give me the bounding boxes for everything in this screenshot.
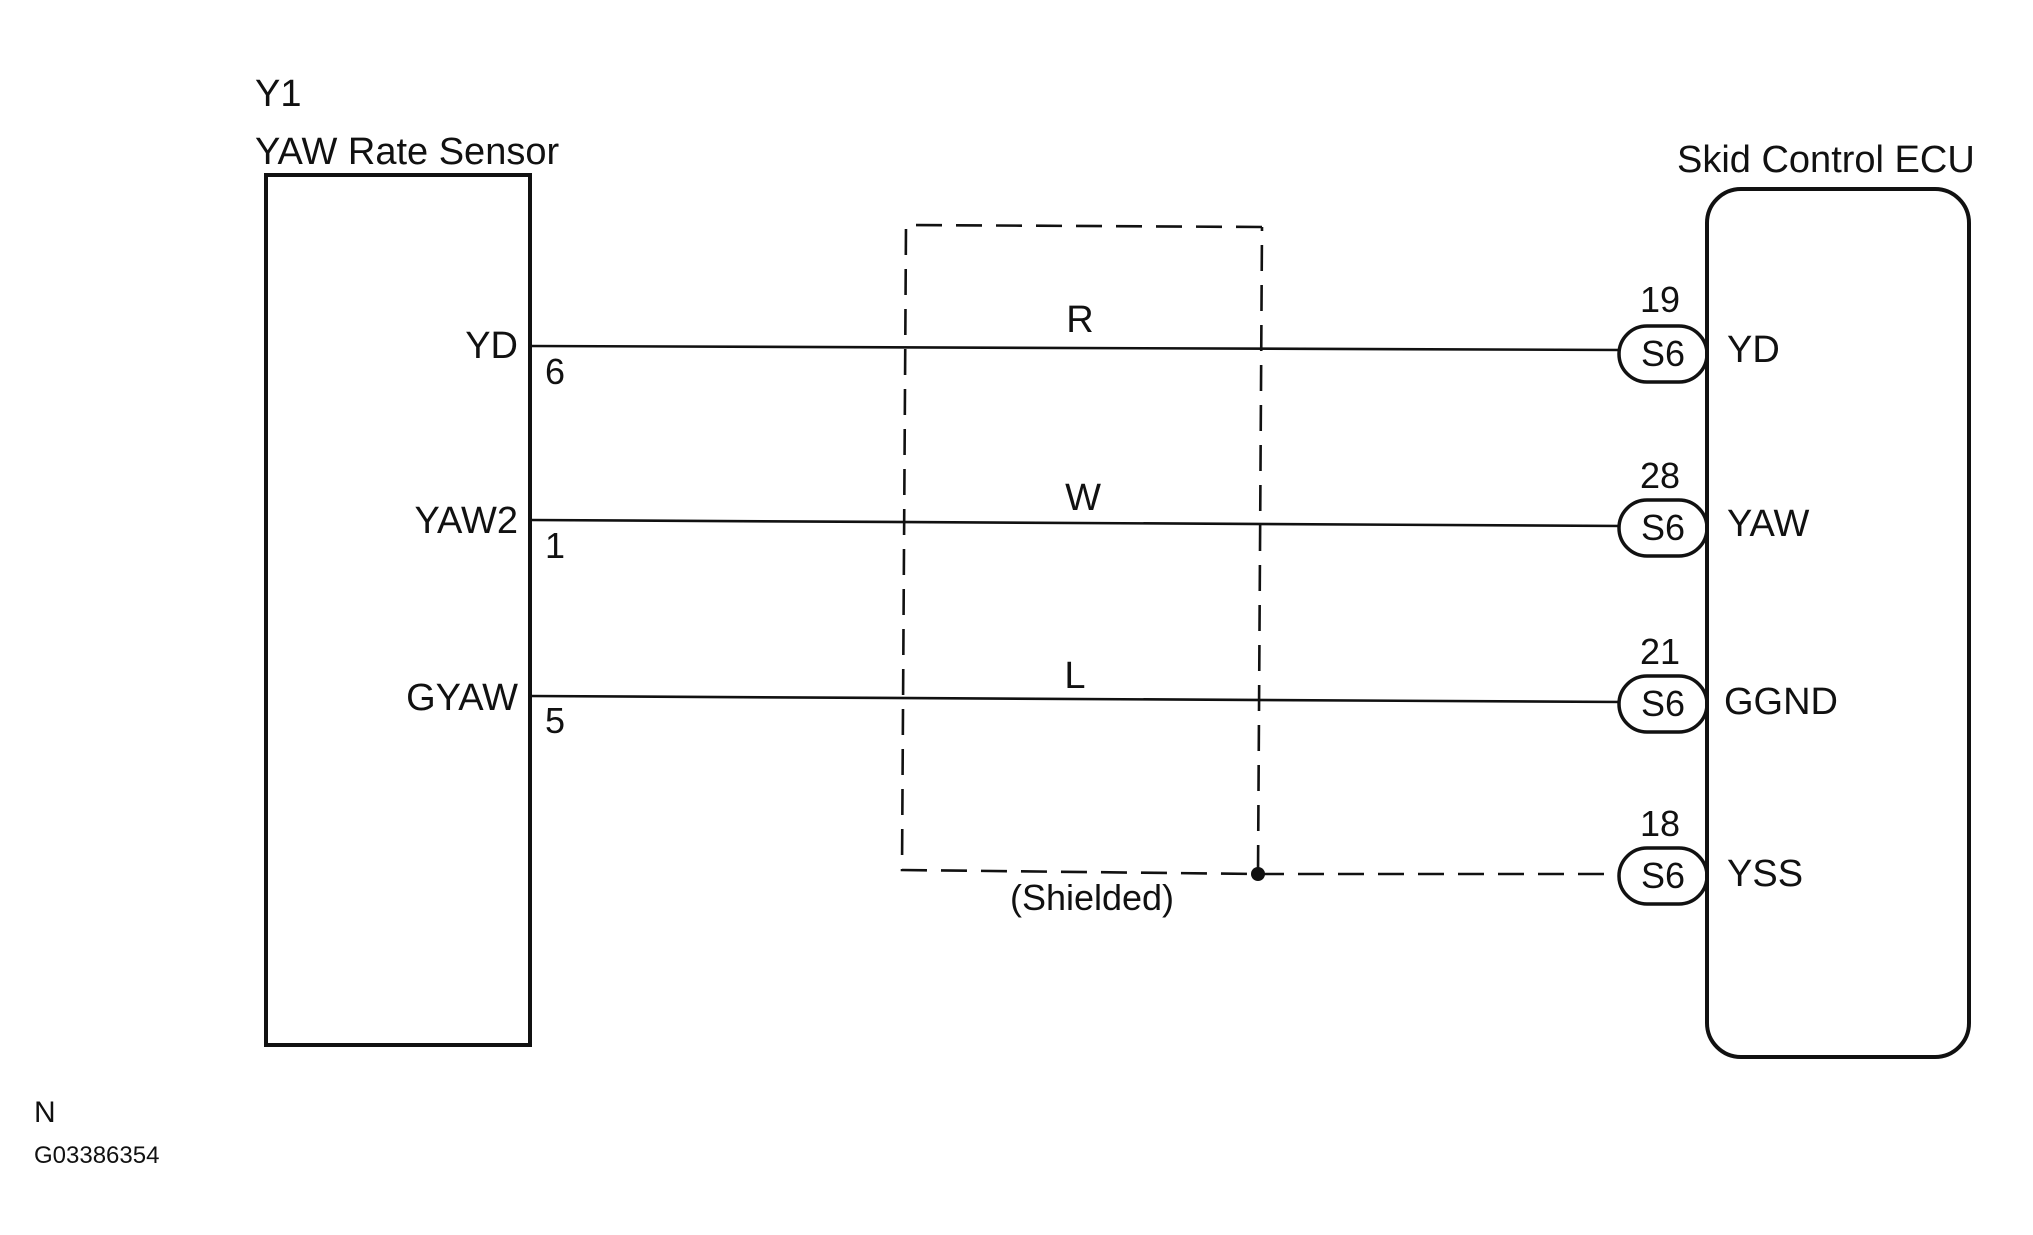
footer-mark: N bbox=[34, 1096, 56, 1129]
ecu-terminal-yaw: YAW bbox=[1727, 503, 1809, 545]
yaw-rate-sensor-box bbox=[264, 173, 532, 1047]
sensor-terminal-yd: YD bbox=[465, 325, 518, 367]
ecu-terminal-yd: YD bbox=[1727, 329, 1780, 371]
ecu-pin-28: 28 bbox=[1640, 455, 1680, 496]
sensor-pin-1: 1 bbox=[545, 525, 565, 566]
sensor-terminal-gyaw: GYAW bbox=[406, 677, 518, 719]
shield-junction-dot bbox=[1251, 867, 1265, 881]
sensor-code: Y1 bbox=[255, 73, 301, 115]
wire-gyaw bbox=[529, 694, 1626, 704]
wire-color-l: L bbox=[1064, 655, 1085, 697]
wire-yd bbox=[529, 344, 1626, 352]
figure-id: G03386354 bbox=[34, 1142, 159, 1169]
ecu-pin-18: 18 bbox=[1640, 803, 1680, 844]
ecu-terminal-ggnd: GGND bbox=[1724, 681, 1838, 723]
connector-code: S6 bbox=[1641, 507, 1685, 548]
sensor-name: YAW Rate Sensor bbox=[255, 131, 559, 173]
shield-box bbox=[900, 223, 1264, 876]
shield-label: (Shielded) bbox=[1010, 877, 1174, 918]
sensor-terminal-yaw2: YAW2 bbox=[415, 500, 518, 542]
ecu-pin-21: 21 bbox=[1640, 631, 1680, 672]
sensor-pin-5: 5 bbox=[545, 700, 565, 741]
skid-control-ecu-box bbox=[1705, 187, 1971, 1059]
ecu-terminal-yss: YSS bbox=[1727, 853, 1803, 895]
sensor-pin-6: 6 bbox=[545, 351, 565, 392]
wire-yaw2 bbox=[529, 518, 1626, 528]
connector-code: S6 bbox=[1641, 333, 1685, 374]
wire-color-r: R bbox=[1066, 299, 1093, 341]
ecu-name: Skid Control ECU bbox=[1677, 139, 1975, 181]
ecu-pin-19: 19 bbox=[1640, 279, 1680, 320]
wire-color-w: W bbox=[1065, 477, 1101, 519]
connector-code: S6 bbox=[1641, 683, 1685, 724]
connector-code: S6 bbox=[1641, 855, 1685, 896]
